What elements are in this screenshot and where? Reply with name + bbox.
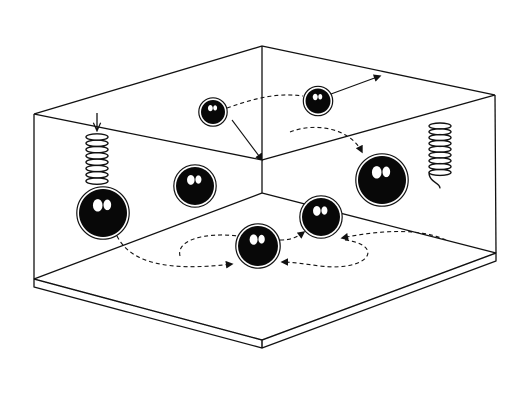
spring-tail <box>428 172 441 189</box>
top-rim-right <box>261 94 496 161</box>
front-right-edge <box>494 94 497 254</box>
trajectory-center-loop <box>179 234 239 257</box>
trajectory-right-curve <box>289 126 363 154</box>
ball-highlight <box>207 105 213 112</box>
spring-coil <box>85 170 109 179</box>
spring-right <box>428 122 452 189</box>
spring-coil <box>85 164 109 173</box>
floor-slab-front <box>33 278 263 349</box>
trajectory-lower-loop <box>280 239 369 268</box>
spring-coil <box>85 145 109 154</box>
trajectories <box>116 74 447 269</box>
ball-6 <box>299 195 343 239</box>
ball-highlight <box>313 205 321 216</box>
ball-7 <box>235 223 281 269</box>
ball-body <box>302 198 340 236</box>
spring-coil <box>85 158 109 167</box>
trajectory-left-swirl <box>116 235 234 269</box>
ball-highlight <box>249 234 258 245</box>
top-rim-back <box>33 45 496 115</box>
ball-body <box>358 156 406 204</box>
ball-highlight <box>318 94 323 100</box>
ball-highlight <box>258 234 265 244</box>
ball-body <box>201 100 225 124</box>
ball-3 <box>173 164 217 208</box>
ball-body <box>176 167 214 205</box>
ball-4 <box>76 186 130 240</box>
spring-coil <box>85 133 109 141</box>
ball-highlight <box>371 166 382 179</box>
spring-left <box>85 113 109 186</box>
spring-coil <box>85 177 109 186</box>
ball-highlight <box>213 105 218 111</box>
ball-highlight <box>195 175 202 184</box>
trajectory-to-corner <box>231 119 263 162</box>
spring-coil <box>85 139 109 148</box>
spring-coil <box>85 151 109 160</box>
ball-highlight <box>312 93 318 101</box>
top-rim-left <box>33 113 263 161</box>
ball-highlight <box>321 206 328 215</box>
ball-2 <box>302 85 334 117</box>
trajectory-top-solid <box>330 74 382 95</box>
ball-highlight <box>103 199 112 211</box>
ball-body <box>79 189 127 237</box>
ball-highlight <box>187 174 195 185</box>
trajectory-right-return <box>340 231 447 241</box>
trajectory-center-to-right <box>279 231 306 241</box>
ball-1 <box>198 97 228 127</box>
ball-body <box>238 226 278 266</box>
ball-5 <box>355 153 409 207</box>
ball-highlight <box>382 166 391 178</box>
trajectory-top-dashed <box>226 94 304 109</box>
ball-body <box>305 88 331 114</box>
floor-slab-side <box>261 252 497 349</box>
ball-highlight <box>92 199 103 212</box>
balls-group <box>76 85 409 269</box>
box-container <box>33 45 497 349</box>
